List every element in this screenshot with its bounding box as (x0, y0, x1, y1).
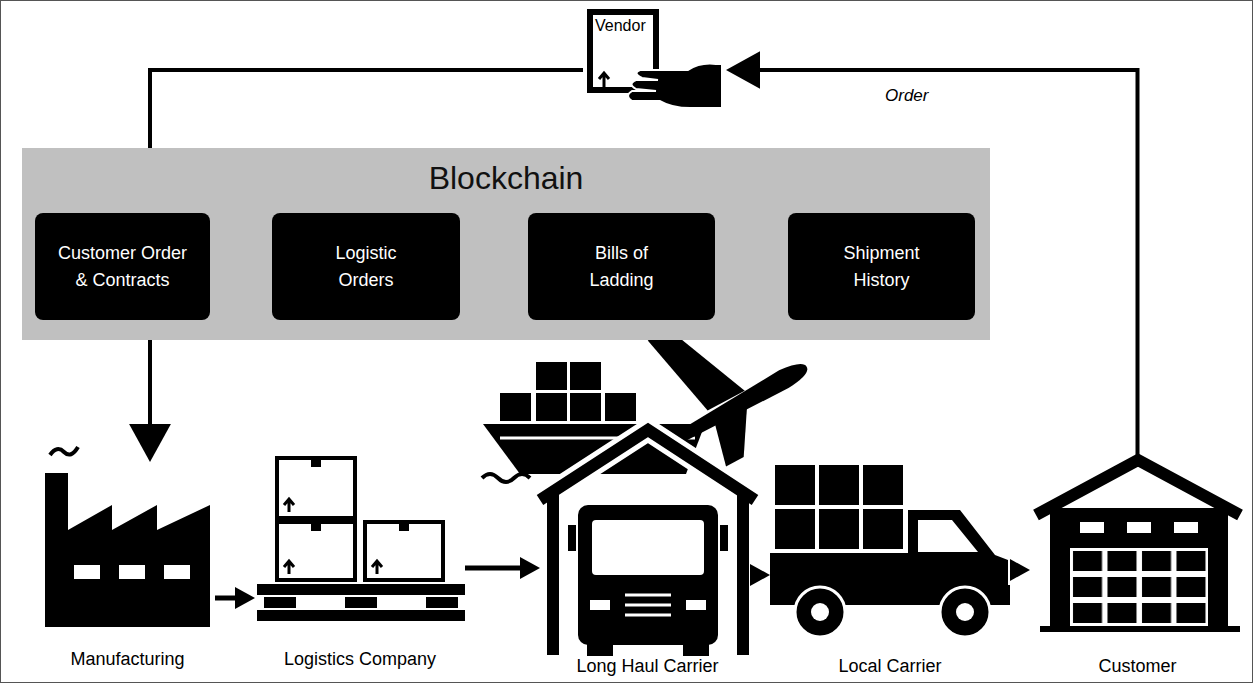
vendor-label: Vendor (595, 17, 646, 35)
arrow-head (726, 51, 760, 88)
band-title: Blockchain (22, 160, 990, 197)
box-label: Logistic Orders (321, 240, 411, 292)
ledger-box: Customer Order & Contracts (35, 213, 210, 320)
box-label: Customer Order & Contracts (53, 240, 193, 292)
stage-node: Local Carrier (770, 460, 1010, 677)
arrow-head (520, 557, 540, 579)
vendor-node: Vendor (583, 8, 723, 108)
arrow-head (235, 587, 255, 609)
blockchain-band: BlockchainCustomer Order & Contracts Logi… (22, 148, 990, 340)
stage-label: Manufacturing (70, 649, 184, 670)
stage-node: Long Haul Carrier (540, 360, 755, 677)
warehouse-icon (1036, 460, 1240, 632)
box-label: Bills of Ladding (577, 240, 667, 292)
stage-node: Customer (1030, 455, 1245, 677)
stage-label: Customer (1098, 656, 1176, 677)
flow-connector (465, 566, 524, 571)
stage-node: Logistics Company (255, 455, 465, 670)
edge-label: Order (882, 86, 931, 106)
ledger-box: Logistic Orders (272, 213, 460, 320)
arrow-head (129, 424, 171, 462)
factory-icon (45, 447, 210, 627)
stage-label: Logistics Company (284, 649, 436, 670)
box-label: Shipment History (834, 240, 929, 292)
pallet-icon (257, 458, 465, 621)
stage-label: Long Haul Carrier (576, 656, 718, 677)
vendor-icon (590, 12, 722, 108)
stage-node: Manufacturing (40, 462, 215, 670)
arrow-head (1010, 559, 1030, 581)
stage-label: Local Carrier (838, 656, 941, 677)
ledger-box: Shipment History (788, 213, 975, 320)
arrow-head (750, 564, 770, 586)
box-truck-icon (770, 465, 1010, 637)
flow-connector (753, 70, 1137, 455)
ledger-box: Bills of Ladding (528, 213, 715, 320)
